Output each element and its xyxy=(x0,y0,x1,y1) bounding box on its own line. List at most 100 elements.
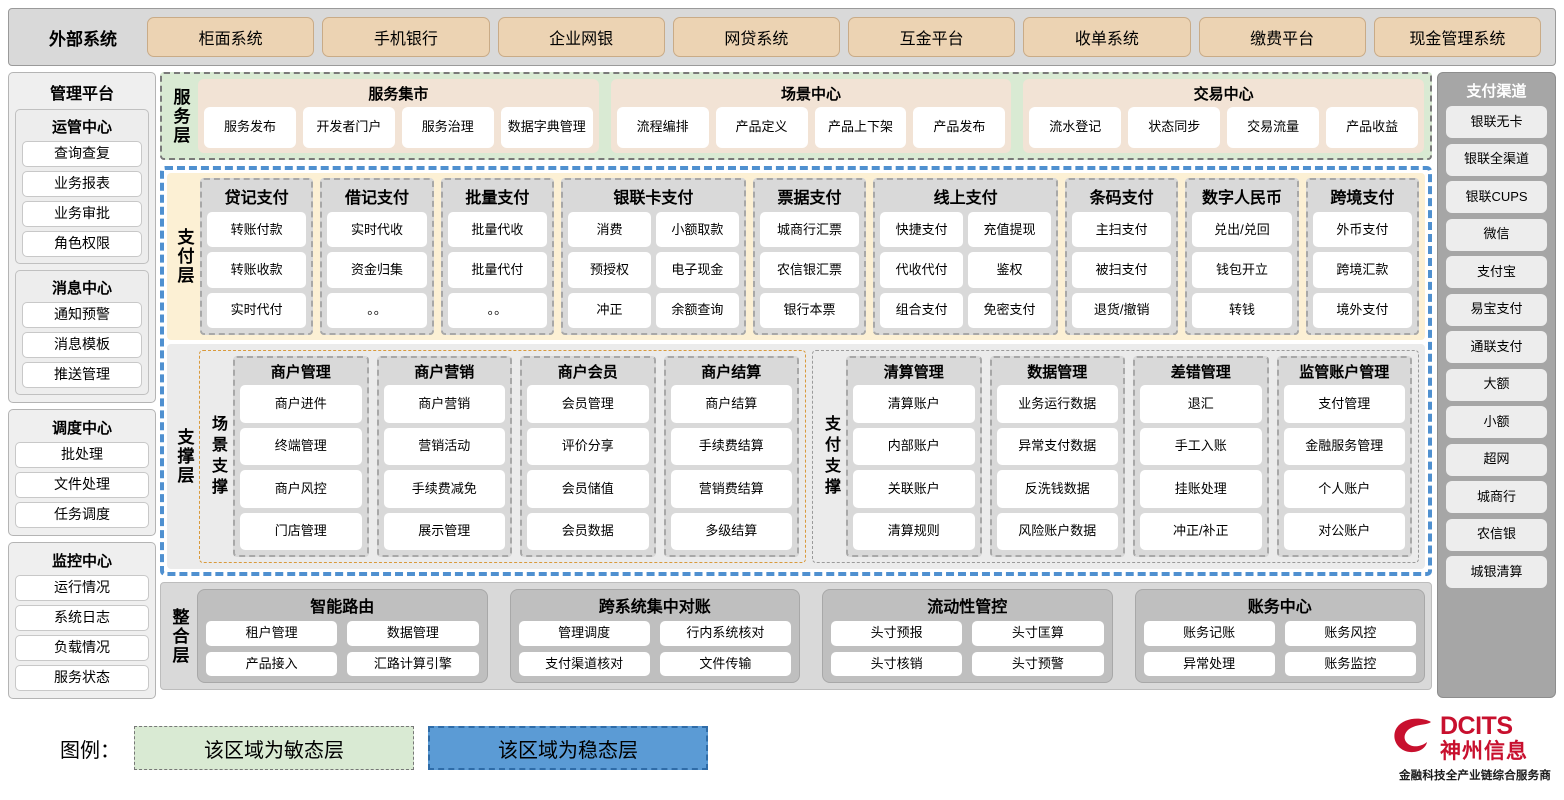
payment-item[interactable]: 主扫支付 xyxy=(1072,212,1172,248)
service-item[interactable]: 流水登记 xyxy=(1029,107,1122,148)
service-item[interactable]: 服务治理 xyxy=(401,107,494,148)
payment-item[interactable]: 。。 xyxy=(447,292,547,328)
payment-item[interactable]: 。。 xyxy=(327,292,427,328)
integration-item[interactable]: 汇路计算引擎 xyxy=(347,651,479,676)
service-item[interactable]: 状态同步 xyxy=(1128,107,1221,148)
payment-channel-item[interactable]: 银联CUPS xyxy=(1446,181,1547,213)
payment-item[interactable]: 境外支付 xyxy=(1312,292,1412,328)
external-system-chip[interactable]: 收单系统 xyxy=(1023,17,1191,57)
support-item[interactable]: 关联账户 xyxy=(853,470,975,508)
payment-channel-item[interactable]: 支付宝 xyxy=(1446,256,1547,288)
management-item[interactable]: 角色权限 xyxy=(22,231,142,257)
support-item[interactable]: 金融服务管理 xyxy=(1283,427,1405,465)
management-item[interactable]: 业务审批 xyxy=(22,201,142,227)
payment-item[interactable]: 电子现金 xyxy=(655,252,739,288)
support-item[interactable]: 会员管理 xyxy=(527,385,649,423)
integration-item[interactable]: 头寸匡算 xyxy=(972,621,1104,646)
service-item[interactable]: 产品发布 xyxy=(913,107,1006,148)
support-item[interactable]: 会员储值 xyxy=(527,470,649,508)
integration-item[interactable]: 账务监控 xyxy=(1284,651,1416,676)
service-item[interactable]: 产品上下架 xyxy=(814,107,907,148)
support-item[interactable]: 商户营销 xyxy=(383,385,505,423)
management-item[interactable]: 业务报表 xyxy=(22,171,142,197)
support-item[interactable]: 异常支付数据 xyxy=(996,427,1118,465)
payment-item[interactable]: 实时代收 xyxy=(327,212,427,248)
integration-item[interactable]: 账务记账 xyxy=(1143,621,1275,646)
payment-channel-item[interactable]: 城银清算 xyxy=(1446,556,1547,588)
payment-item[interactable]: 充值提现 xyxy=(968,212,1051,248)
payment-item[interactable]: 实时代付 xyxy=(207,292,307,328)
management-item[interactable]: 运行情况 xyxy=(15,575,149,601)
integration-item[interactable]: 管理调度 xyxy=(518,621,650,646)
service-item[interactable]: 开发者门户 xyxy=(302,107,395,148)
external-system-chip[interactable]: 现金管理系统 xyxy=(1373,17,1541,57)
support-item[interactable]: 挂账处理 xyxy=(1140,470,1262,508)
payment-item[interactable]: 钱包开立 xyxy=(1192,252,1292,288)
payment-channel-item[interactable]: 大额 xyxy=(1446,368,1547,401)
support-item[interactable]: 营销活动 xyxy=(383,427,505,465)
support-item[interactable]: 个人账户 xyxy=(1283,470,1405,508)
payment-item[interactable]: 消费 xyxy=(567,212,651,248)
management-item[interactable]: 通知预警 xyxy=(22,302,142,328)
payment-item[interactable]: 退货/撤销 xyxy=(1072,292,1172,328)
payment-item[interactable]: 余额查询 xyxy=(655,292,739,328)
payment-channel-item[interactable]: 城商行 xyxy=(1446,481,1547,513)
payment-item[interactable]: 预授权 xyxy=(567,252,651,288)
integration-item[interactable]: 头寸预报 xyxy=(831,621,963,646)
payment-item[interactable]: 转账收款 xyxy=(207,252,307,288)
payment-channel-item[interactable]: 银联无卡 xyxy=(1446,106,1547,138)
support-item[interactable]: 会员数据 xyxy=(527,512,649,550)
management-item[interactable]: 系统日志 xyxy=(15,605,149,631)
payment-item[interactable]: 兑出/兑回 xyxy=(1192,212,1292,248)
payment-item[interactable]: 外币支付 xyxy=(1312,212,1412,248)
external-system-chip[interactable]: 互金平台 xyxy=(848,17,1016,57)
external-system-chip[interactable]: 企业网银 xyxy=(497,17,665,57)
support-item[interactable]: 风险账户数据 xyxy=(996,512,1118,550)
payment-channel-item[interactable]: 银联全渠道 xyxy=(1446,143,1547,176)
payment-channel-item[interactable]: 通联支付 xyxy=(1446,331,1547,363)
payment-channel-item[interactable]: 小额 xyxy=(1446,406,1547,438)
support-item[interactable]: 门店管理 xyxy=(240,512,362,550)
payment-item[interactable]: 跨境汇款 xyxy=(1312,252,1412,288)
management-item[interactable]: 文件处理 xyxy=(15,472,149,498)
support-item[interactable]: 多级结算 xyxy=(670,512,792,550)
integration-item[interactable]: 异常处理 xyxy=(1143,651,1275,676)
service-item[interactable]: 产品收益 xyxy=(1326,107,1419,148)
service-item[interactable]: 产品定义 xyxy=(715,107,808,148)
payment-item[interactable]: 代收代付 xyxy=(880,252,964,288)
support-item[interactable]: 业务运行数据 xyxy=(996,385,1118,423)
service-item[interactable]: 流程编排 xyxy=(616,107,709,148)
support-item[interactable]: 手续费结算 xyxy=(670,427,792,465)
service-item[interactable]: 数据字典管理 xyxy=(500,107,593,148)
payment-item[interactable]: 组合支付 xyxy=(880,292,964,328)
payment-channel-item[interactable]: 农信银 xyxy=(1446,518,1547,551)
support-item[interactable]: 商户结算 xyxy=(670,385,792,423)
support-item[interactable]: 清算规则 xyxy=(853,512,975,550)
support-item[interactable]: 手续费减免 xyxy=(383,470,505,508)
payment-item[interactable]: 批量代收 xyxy=(447,212,547,248)
support-item[interactable]: 冲正/补正 xyxy=(1140,512,1262,550)
integration-item[interactable]: 支付渠道核对 xyxy=(518,651,650,676)
payment-channel-item[interactable]: 易宝支付 xyxy=(1446,293,1547,326)
external-system-chip[interactable]: 柜面系统 xyxy=(147,17,315,57)
integration-item[interactable]: 文件传输 xyxy=(659,651,791,676)
management-item[interactable]: 消息模板 xyxy=(22,332,142,358)
support-item[interactable]: 终端管理 xyxy=(240,427,362,465)
service-item[interactable]: 交易流量 xyxy=(1227,107,1320,148)
management-item[interactable]: 负载情况 xyxy=(15,635,149,661)
payment-item[interactable]: 被扫支付 xyxy=(1072,252,1172,288)
support-item[interactable]: 手工入账 xyxy=(1140,427,1262,465)
service-item[interactable]: 服务发布 xyxy=(204,107,296,148)
external-system-chip[interactable]: 网贷系统 xyxy=(672,17,840,57)
support-item[interactable]: 评价分享 xyxy=(527,427,649,465)
external-system-chip[interactable]: 缴费平台 xyxy=(1198,17,1366,57)
management-item[interactable]: 查询查复 xyxy=(22,141,142,167)
integration-item[interactable]: 头寸预警 xyxy=(972,651,1104,676)
payment-item[interactable]: 转钱 xyxy=(1192,292,1292,328)
support-item[interactable]: 商户进件 xyxy=(240,385,362,423)
payment-item[interactable]: 快捷支付 xyxy=(880,212,964,248)
external-system-chip[interactable]: 手机银行 xyxy=(322,17,490,57)
payment-item[interactable]: 小额取款 xyxy=(655,212,739,248)
payment-item[interactable]: 银行本票 xyxy=(759,292,860,328)
support-item[interactable]: 对公账户 xyxy=(1283,512,1405,550)
